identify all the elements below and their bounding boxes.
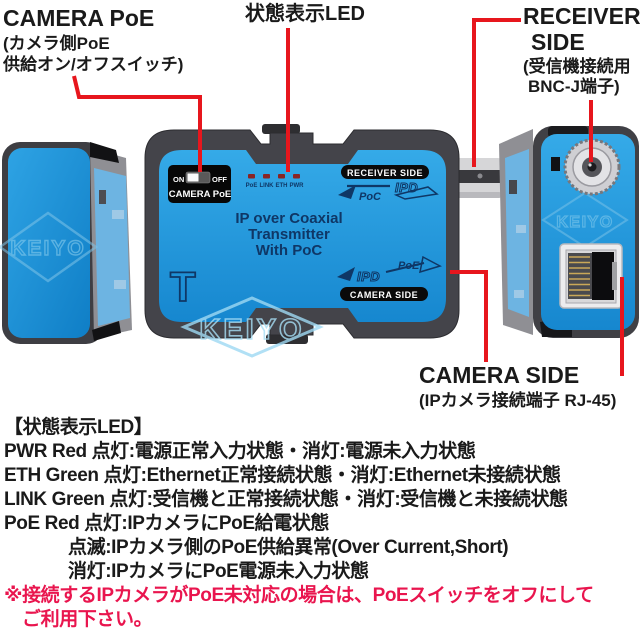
led-label-pwr: PWR [290, 183, 305, 189]
device-title-line1: IP over Coaxial [235, 210, 342, 227]
receiver-side-line3: (受信機接続用 [523, 56, 631, 76]
led-label-poe: PoE [246, 183, 258, 189]
switch-caption: CAMERA PoE [169, 189, 231, 200]
ipd-poe-logo: IPD PoE [337, 255, 442, 285]
device-title-line2: Transmitter [248, 226, 330, 243]
warning-line2: ご利用下さい。 [22, 609, 153, 630]
receiver-side-pill [341, 165, 429, 179]
right-device-side-mark1 [509, 180, 517, 194]
svg-text:KEIYO: KEIYO [10, 237, 85, 260]
status-led-description: 【状態表示LED】 PWR Red 点灯:電源正常入力状態・消灯:電源未入力状態… [4, 416, 594, 632]
led-label-eth: ETH [276, 183, 288, 189]
info-line-link: LINK Green 点灯:受信機と正常接続状態・消灯:受信機と未接続状態 [4, 489, 568, 510]
camera-side-pill-text: CAMERA SIDE [350, 290, 418, 300]
led-poe [248, 174, 255, 179]
device-title: IP over Coaxial Transmitter With PoC [235, 210, 342, 259]
left-device-bottom-notch [92, 321, 121, 341]
logo-bottom-poe: PoE [398, 260, 420, 272]
camera-poe-callout-label: CAMERA PoE (カメラ側PoE 供給オン/オフスイッチ) [3, 5, 184, 74]
receiver-side-line2: SIDE [531, 28, 585, 55]
left-device-side-label2 [114, 280, 126, 289]
receiver-side-line4: BNC-J端子) [528, 76, 620, 96]
logo-bottom-ipd: IPD [357, 269, 380, 284]
camera-side-line1: CAMERA SIDE [419, 362, 580, 388]
poe-toggle-knob [187, 173, 199, 182]
callout-line-camera-side [450, 270, 488, 362]
status-led-callout-label: 状態表示LED [245, 3, 365, 25]
led-link [263, 174, 270, 179]
status-led-cluster: PoE LINK ETH PWR [246, 174, 305, 189]
receiver-side-callout-label: RECEIVER SIDE (受信機接続用 BNC-J端子) [523, 3, 640, 96]
svg-text:KEIYO: KEIYO [556, 214, 613, 231]
callout-lines [72, 18, 624, 376]
info-line-poe-off: 消灯:IPカメラにPoE電源未入力状態 [68, 561, 369, 582]
led-eth [278, 174, 285, 179]
rj45-jack [559, 243, 623, 309]
camera-poe-line2: (カメラ側PoE [3, 33, 110, 53]
led-pwr [293, 174, 300, 179]
bnc-stub-connector [452, 158, 502, 198]
right-device: KEIYO [499, 126, 639, 338]
camera-poe-line3: 供給オン/オフスイッチ) [3, 54, 184, 74]
left-device-front-panel [8, 148, 90, 338]
transmitter-watermark: KEIYO [180, 296, 324, 358]
left-device-side-switch [99, 190, 106, 204]
poc-ipd-logo: PoC IPD [338, 180, 439, 203]
info-heading: 【状態表示LED】 [4, 417, 153, 438]
left-device-top-notch [90, 142, 119, 163]
info-line-poe: PoE Red 点灯:IPカメラにPoE給電状態 [4, 513, 330, 534]
left-device-watermark: KEIYO [0, 211, 99, 283]
svg-text:KEIYO: KEIYO [199, 314, 304, 346]
left-device: KEIYO [0, 142, 132, 344]
camera-side-pill [340, 287, 428, 301]
callout-line-camera-poe [72, 75, 202, 172]
transmitter-device: ON OFF CAMERA PoE PoE LINK ETH PWR RECEI… [144, 124, 460, 358]
logo-top-poc: PoC [359, 191, 382, 203]
t-mark: T [170, 263, 196, 310]
left-device-side-label1 [112, 210, 124, 219]
bnc-j-connector [551, 138, 621, 196]
switch-on-label: ON [173, 175, 184, 184]
right-device-side-mark2 [516, 225, 526, 233]
warning-line1: ※接続するIPカメラがPoE未対応の場合は、PoEスイッチをオフにして [4, 585, 594, 606]
info-line-eth: ETH Green 点灯:Ethernet正常接続状態・消灯:Ethernet未… [4, 465, 561, 486]
receiver-side-line1: RECEIVER [523, 3, 640, 29]
info-line-poe-blink: 点滅:IPカメラ側のPoE供給異常(Over Current,Short) [68, 537, 509, 558]
camera-side-callout-label: CAMERA SIDE (IPカメラ接続端子 RJ-45) [419, 362, 617, 410]
info-line-pwr: PWR Red 点灯:電源正常入力状態・消灯:電源未入力状態 [4, 441, 476, 462]
callout-line-receiver-stub [472, 18, 521, 167]
right-device-side-mark3 [514, 290, 524, 298]
device-title-line3: With PoC [256, 242, 323, 259]
camera-poe-title: CAMERA PoE [3, 5, 155, 31]
camera-poe-switch-panel: ON OFF CAMERA PoE [168, 165, 231, 203]
top-tab [262, 124, 300, 134]
receiver-side-pill-text: RECEIVER SIDE [347, 168, 423, 178]
camera-side-line2: (IPカメラ接続端子 RJ-45) [419, 390, 617, 410]
led-label-link: LINK [260, 183, 275, 189]
switch-off-label: OFF [212, 175, 227, 184]
